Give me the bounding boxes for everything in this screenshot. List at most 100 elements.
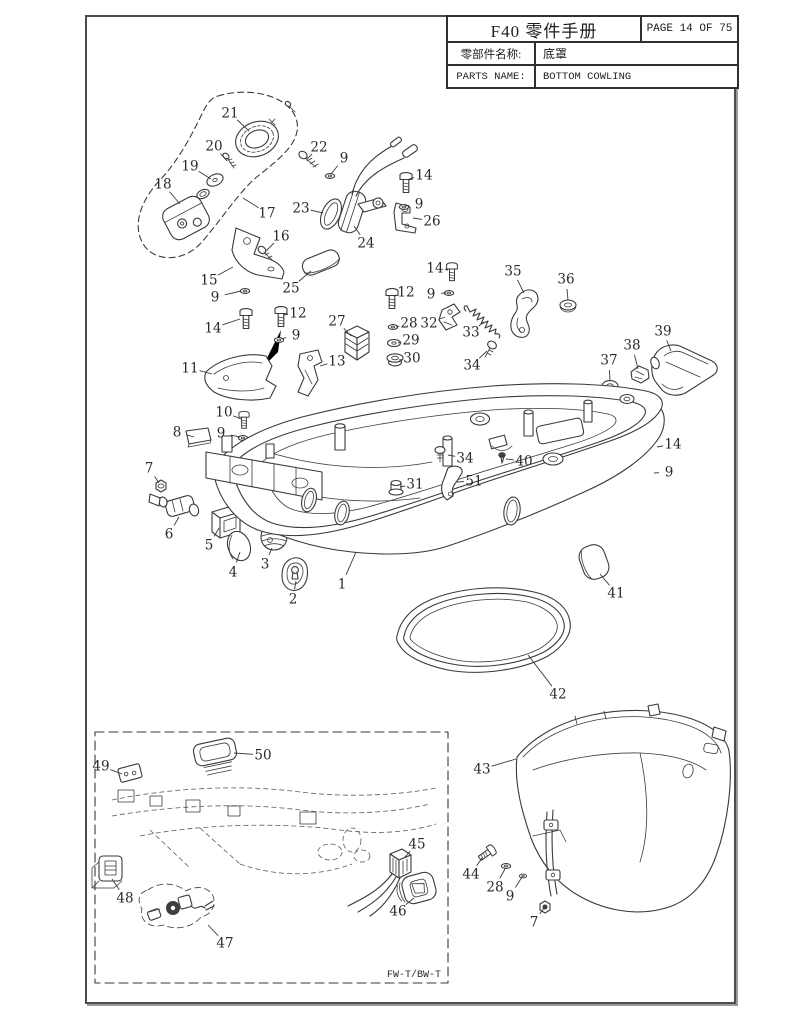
callout-23: 23 — [292, 201, 309, 217]
callout-leader-44 — [476, 857, 483, 867]
callout-28: 28 — [400, 316, 417, 332]
callout-10: 10 — [215, 405, 232, 421]
callout-35: 35 — [504, 264, 521, 280]
callout-leader-33 — [478, 321, 485, 327]
callout-39: 39 — [654, 324, 671, 340]
part-7-nut — [155, 479, 167, 493]
callout-leader-9 — [230, 434, 241, 438]
callout-leader-28 — [395, 325, 400, 328]
part-46-plug — [396, 871, 437, 905]
callout-29: 29 — [402, 333, 419, 349]
callout-9: 9 — [665, 465, 674, 481]
part-14-bolt — [239, 308, 253, 330]
callout-leader-8 — [186, 434, 195, 438]
callout-leader-49 — [110, 769, 123, 775]
callout-leader-4 — [235, 551, 241, 563]
part-45-connector — [347, 848, 412, 917]
chassis-sketch — [111, 768, 437, 886]
callout-leader-2 — [294, 580, 297, 590]
callout-44: 44 — [462, 867, 479, 883]
parts-name-value-cn: 底罩 — [543, 47, 568, 61]
callout-11: 11 — [181, 361, 198, 377]
callout-leader-45 — [403, 851, 411, 859]
callout-leader-26 — [412, 217, 423, 220]
callout-7: 7 — [530, 915, 539, 931]
part-4-cap — [226, 530, 252, 562]
title-block: F40 零件手册 PAGE 14 OF 75 零部件名称: 底罩 PARTS N… — [446, 15, 739, 89]
callout-48: 48 — [116, 891, 133, 907]
callout-leader-9 — [224, 290, 242, 296]
callout-leader-5 — [213, 527, 220, 537]
callout-26: 26 — [423, 214, 440, 230]
callout-40: 40 — [515, 454, 532, 470]
part-32-bracket — [438, 303, 461, 331]
part-11-bracket — [204, 354, 277, 401]
callout-45: 45 — [408, 837, 425, 853]
callout-9: 9 — [340, 151, 349, 167]
manual-title: F40 零件手册 — [448, 17, 642, 41]
callout-9: 9 — [506, 889, 515, 905]
callout-3: 3 — [261, 557, 270, 573]
part-21-cap — [235, 120, 279, 158]
callout-9: 9 — [427, 287, 436, 303]
callout-leader-25 — [298, 270, 312, 282]
callout-43: 43 — [473, 762, 490, 778]
callout-leader-50 — [233, 752, 254, 755]
callout-14: 14 — [426, 261, 443, 277]
callout-leader-11 — [199, 370, 213, 375]
part-10-bolt — [238, 410, 250, 429]
part-18-housing — [162, 195, 210, 241]
part-13-bracket — [297, 349, 323, 397]
callout-leader-19 — [198, 170, 212, 180]
callout-42: 42 — [549, 687, 566, 703]
callout-17: 17 — [258, 206, 275, 222]
callout-leader-21 — [236, 119, 250, 132]
part-28-washer — [500, 863, 512, 869]
callout-leader-22 — [306, 153, 313, 160]
callout-7: 7 — [145, 461, 154, 477]
callout-leader-7 — [154, 476, 160, 484]
callout-14: 14 — [415, 168, 432, 184]
callout-leader-7 — [539, 907, 545, 915]
callout-leader-1 — [345, 551, 357, 576]
callout-leader-6 — [173, 516, 180, 526]
part-36-grommet — [559, 299, 577, 313]
callout-leader-41 — [599, 573, 610, 586]
callout-leader-37 — [609, 369, 611, 382]
part-50-cap — [192, 737, 238, 776]
callout-leader-42 — [527, 654, 553, 687]
callout-leader-38 — [633, 354, 639, 370]
callout-21: 21 — [221, 106, 238, 122]
callout-15: 15 — [200, 273, 217, 289]
callout-leader-36 — [566, 288, 569, 301]
callout-34: 34 — [463, 358, 480, 374]
part-29-washer — [386, 338, 402, 348]
part-40-screw — [498, 452, 506, 464]
callout-leader-9 — [514, 876, 523, 888]
callout-leader-14 — [222, 318, 241, 326]
callout-12: 12 — [289, 306, 306, 322]
part-9-washer — [324, 173, 336, 179]
callout-leader-40 — [505, 458, 515, 461]
page-indicator: PAGE 14 OF 75 — [646, 23, 733, 35]
part-47-bulb-assembly — [138, 883, 215, 929]
callout-34: 34 — [456, 451, 473, 467]
callout-51: 51 — [465, 474, 482, 490]
part-24-fitting — [337, 136, 418, 234]
part-22-screw — [298, 150, 319, 168]
callout-30: 30 — [403, 351, 420, 367]
part-6-connector — [148, 493, 200, 517]
callout-12: 12 — [397, 285, 414, 301]
callout-32: 32 — [420, 316, 437, 332]
callout-leader-9 — [330, 165, 339, 175]
callout-leader-24 — [353, 225, 361, 236]
callout-22: 22 — [310, 140, 327, 156]
callout-9: 9 — [415, 197, 424, 213]
callout-leader-20 — [220, 153, 228, 162]
callout-leader-9 — [280, 337, 287, 340]
part-34-screw-deck — [434, 446, 446, 463]
callout-4: 4 — [229, 565, 238, 581]
part-43-lower-cowl — [515, 703, 731, 913]
callout-16: 16 — [272, 229, 289, 245]
